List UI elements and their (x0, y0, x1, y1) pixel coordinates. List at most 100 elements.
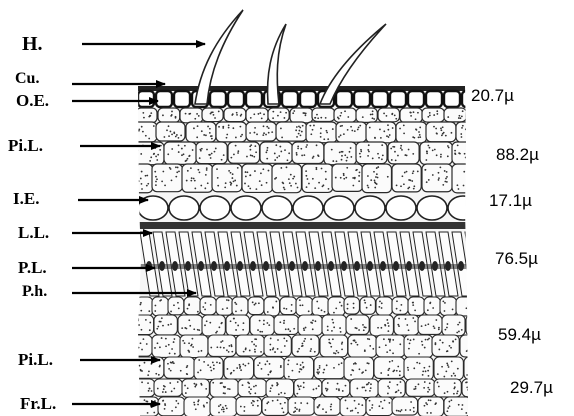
lower-parenchyma-cell (314, 357, 345, 379)
cell-granule (197, 169, 199, 171)
cell-granule (391, 113, 393, 115)
cell-granule (232, 173, 234, 175)
cell-granule (386, 115, 388, 117)
cell-granule (254, 338, 256, 340)
cell-granule (284, 402, 286, 404)
cell-granule (370, 179, 372, 181)
cell-granule (256, 133, 258, 135)
parenchyma-cell (422, 164, 452, 192)
cell-granule (298, 386, 300, 388)
cell-granule (198, 351, 200, 353)
cell-granule (399, 370, 401, 372)
cell-granule (220, 347, 222, 349)
cell-granule (212, 382, 214, 384)
cell-granule (380, 137, 382, 139)
cell-granule (384, 399, 386, 401)
cell-granule (346, 408, 348, 410)
cell-granule (447, 145, 449, 147)
cell-granule (266, 322, 268, 324)
cell-granule (335, 307, 337, 309)
cell-granule (286, 340, 288, 342)
cell-granule (350, 126, 352, 128)
cell-granule (425, 159, 427, 161)
cell-granule (458, 188, 460, 190)
cell-granule (193, 127, 195, 129)
cell-granule (278, 155, 280, 157)
cell-granule (372, 110, 374, 112)
cell-granule (194, 383, 196, 385)
cell-granule (460, 117, 462, 119)
cell-granule (288, 152, 290, 154)
cell-granule (269, 390, 271, 392)
cell-granule (190, 167, 192, 169)
cell-granule (368, 144, 370, 146)
cell-granule (401, 175, 403, 177)
cell-granule (471, 115, 473, 117)
cell-granule (259, 112, 261, 114)
label-hair: H. (22, 33, 43, 56)
cell-granule (468, 131, 470, 133)
cell-granule (412, 304, 414, 306)
cell-granule (257, 364, 259, 366)
cell-granule (421, 325, 423, 327)
hypodermis-cell (328, 297, 345, 316)
cell-granule (468, 126, 470, 128)
cell-granule (406, 171, 408, 173)
cell-granule (308, 183, 310, 185)
cell-granule (128, 351, 130, 353)
cell-granule (187, 387, 189, 389)
cell-granule (433, 126, 435, 128)
cell-granule (445, 135, 447, 137)
cell-granule (468, 129, 470, 131)
cell-granule (399, 411, 401, 413)
cell-granule (325, 178, 327, 180)
cell-granule (310, 133, 312, 135)
cell-granule (350, 410, 352, 412)
cell-granule (252, 400, 254, 402)
cell-granule (351, 410, 353, 412)
parenchyma-cell (136, 108, 157, 123)
cell-granule (296, 393, 298, 395)
cell-granule (190, 180, 192, 182)
cell-granule (196, 136, 198, 138)
cell-granule (447, 364, 449, 366)
cell-granule (428, 389, 430, 391)
cell-granule (475, 338, 477, 340)
cell-granule (296, 408, 298, 410)
cell-granule (274, 159, 276, 161)
cell-granule (260, 351, 262, 353)
cell-granule (438, 172, 440, 174)
cell-granule (292, 178, 294, 180)
cell-granule (201, 148, 203, 150)
cell-granule (265, 151, 267, 153)
lower-parenchyma-cell (348, 335, 377, 357)
cell-granule (310, 348, 312, 350)
cell-granule (427, 116, 429, 118)
cell-granule (296, 152, 298, 154)
cell-granule (381, 307, 383, 309)
cell-granule (419, 127, 421, 129)
measurement-pigment-layer: 88.2µ (496, 145, 539, 165)
cell-granule (337, 352, 339, 354)
cell-granule (461, 136, 463, 138)
cell-granule (279, 146, 281, 148)
hypodermis-cell (248, 297, 264, 315)
cell-granule (182, 340, 184, 342)
cell-granule (485, 369, 487, 371)
cell-granule (269, 371, 271, 373)
cell-granule (226, 134, 228, 136)
cell-granule (281, 407, 283, 409)
fr-layer-cell (210, 397, 237, 416)
cell-granule (199, 171, 201, 173)
cell-granule (234, 180, 236, 182)
cell-granule (475, 175, 477, 177)
cell-granule (248, 386, 250, 388)
cell-granule (204, 187, 206, 189)
cell-granule (354, 178, 356, 180)
cell-granule (312, 129, 314, 131)
cell-granule (436, 113, 438, 115)
cell-granule (354, 327, 356, 329)
cell-granule (361, 404, 363, 406)
cell-granule (295, 183, 297, 185)
